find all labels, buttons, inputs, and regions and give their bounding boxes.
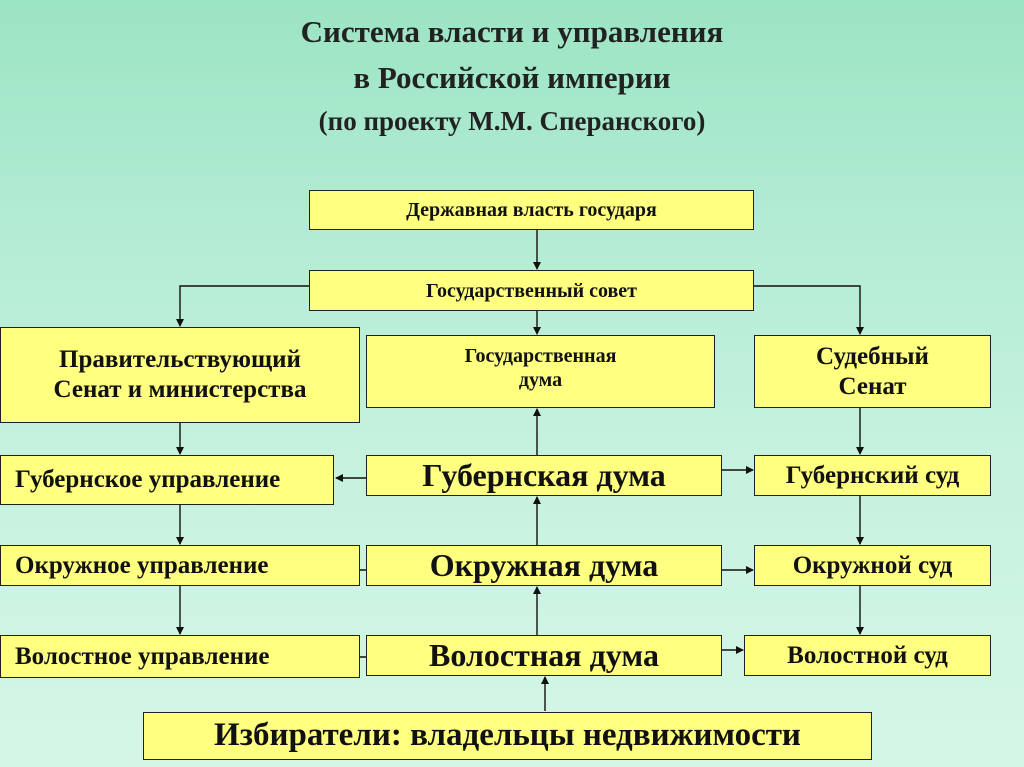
state-duma-label-line1: Государственная	[464, 345, 617, 367]
district-administration-box: Окружное управление	[0, 545, 360, 586]
district-court-label: Окружной суд	[792, 551, 953, 579]
district-court-box: Окружной суд	[754, 545, 991, 586]
governing-senate-label-line2: Сенат и министерства	[53, 376, 307, 403]
district-administration-label: Окружное управление	[15, 551, 269, 579]
governing-senate-label-line1: Правительствующий	[59, 346, 301, 373]
district-duma-label: Окружная дума	[429, 547, 659, 584]
diagram-title: Система власти и управления	[300, 14, 724, 49]
district-duma-box: Окружная дума	[366, 545, 722, 586]
judicial-senate-box: Судебный Сенат	[754, 335, 991, 408]
judicial-senate-label-line2: Сенат	[838, 372, 907, 400]
arrow-council-to-senate	[176, 285, 309, 327]
electors-label: Избиратели: владельцы недвижимости	[214, 717, 801, 754]
arrow-council-to-judicial	[754, 285, 864, 335]
volost-duma-label: Волостная дума	[429, 637, 659, 674]
volost-court-box: Волостной суд	[744, 635, 991, 676]
electors-box: Избиратели: владельцы недвижимости	[143, 712, 872, 760]
diagram-author-note: (по проекту М.М. Сперанского)	[318, 106, 706, 136]
judicial-senate-label-line1: Судебный	[816, 342, 929, 370]
state-duma-label-line2: дума	[518, 369, 563, 391]
provincial-duma-label: Губернская дума	[422, 457, 666, 494]
state-duma-box: Государственная дума	[366, 335, 715, 408]
provincial-duma-box: Губернская дума	[366, 455, 722, 496]
volost-administration-label: Волостное управление	[15, 642, 270, 670]
state-council-box: Государственный совет	[309, 270, 754, 311]
provincial-administration-label: Губернское управление	[15, 466, 281, 493]
state-council-label: Государственный совет	[425, 279, 637, 302]
provincial-administration-box: Губернское управление	[0, 455, 334, 505]
provincial-court-box: Губернский суд	[754, 455, 991, 496]
sovereign-power-label: Державная власть государя	[406, 199, 657, 221]
volost-administration-box: Волостное управление	[0, 635, 360, 678]
provincial-court-label: Губернский суд	[785, 461, 960, 489]
volost-duma-box: Волостная дума	[366, 635, 722, 676]
governing-senate-box: Правительствующий Сенат и министерства	[0, 327, 360, 423]
diagram-subtitle: в Российской империи	[353, 60, 671, 95]
volost-court-label: Волостной суд	[787, 641, 948, 669]
sovereign-power-box: Державная власть государя	[309, 190, 754, 230]
